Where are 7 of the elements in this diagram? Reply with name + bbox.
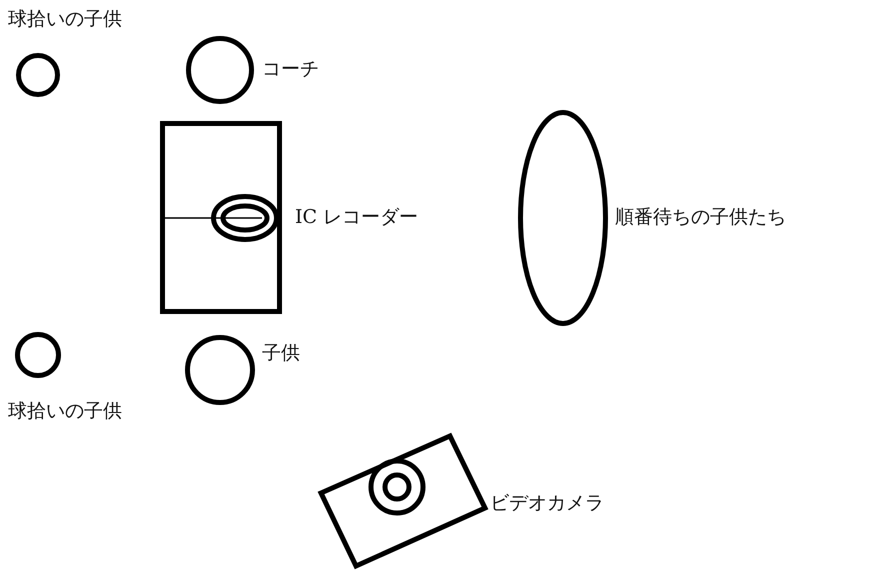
name-label: コーチ xyxy=(262,58,319,80)
name-label: IC レコーダー xyxy=(295,206,418,228)
name-label: ビデオカメラ xyxy=(490,492,604,514)
name-label: 球拾いの子供 xyxy=(8,8,122,30)
name-label: 順番待ちの子供たち xyxy=(615,206,786,228)
name-label: 子供 xyxy=(262,342,300,364)
name-label: 球拾いの子供 xyxy=(8,400,122,422)
